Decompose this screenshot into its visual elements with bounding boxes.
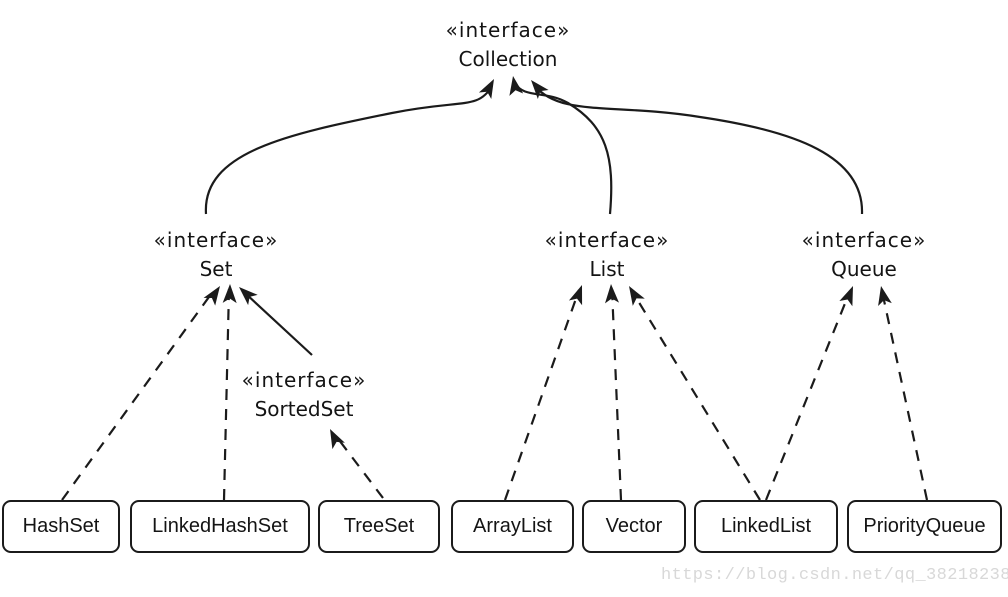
interface-name: SortedSet [254,397,354,421]
class-box-linkedhashset: LinkedHashSet [130,500,310,553]
arrowhead-linkedlist-list [629,286,645,306]
interface-node-queue: «interface» Queue [789,226,939,284]
arrowhead-treeset-sortedset [330,429,345,450]
arrowhead-list-collection [509,76,524,96]
arrowhead-set-collection [478,79,494,100]
watermark-url: https://blog.csdn.net/qq_38218238 [661,566,1008,585]
class-name: LinkedHashSet [152,515,288,537]
interface-name: Collection [458,47,558,71]
arrowhead-vector-list [605,284,619,304]
interface-node-sortedset: «interface» SortedSet [229,366,379,424]
class-box-arraylist: ArrayList [451,500,574,553]
stereotype-label: «interface» [801,228,927,252]
interface-node-list: «interface» List [532,226,682,284]
interface-node-set: «interface» Set [141,226,291,284]
edge-arraylist-list [503,289,581,501]
interface-name: Queue [831,257,897,281]
edge-linkedlist-queue [764,290,852,501]
edge-set-collection [204,85,493,215]
interface-name: Set [199,257,233,281]
class-name: PriorityQueue [863,515,986,537]
arrowhead-sortedset-set [239,287,258,306]
class-box-hashset: HashSet [2,500,120,553]
class-name: ArrayList [473,515,552,537]
arrowhead-linkedhashset-set [222,284,237,304]
edge-hashset-set [61,289,215,501]
class-name: Vector [605,515,663,537]
edge-priorityqueue-queue [880,290,929,501]
class-box-vector: Vector [582,500,686,553]
class-name: TreeSet [343,515,415,537]
class-box-priorityqueue: PriorityQueue [847,500,1002,553]
edge-linkedlist-list [631,290,761,501]
class-box-linkedlist: LinkedList [694,500,838,553]
edge-queue-collection [533,84,864,215]
arrowhead-arraylist-list [568,285,583,306]
stereotype-label: «interface» [544,228,670,252]
arrowhead-queue-collection [531,80,549,100]
stereotype-label: «interface» [445,18,571,42]
stereotype-label: «interface» [241,368,367,392]
class-name: LinkedList [720,515,812,537]
edge-vector-list [610,288,623,501]
class-box-treeset: TreeSet [318,500,440,553]
arrowhead-hashset-set [203,286,220,306]
arrowhead-linkedlist-queue [839,286,853,307]
stereotype-label: «interface» [153,228,279,252]
edge-sortedset-set [244,292,313,356]
edge-treeset-sortedset [335,435,384,499]
arrowhead-priorityqueue-queue [878,286,892,307]
edge-linkedhashset-set [222,288,231,501]
class-name: HashSet [22,515,100,537]
interface-node-collection: «interface» Collection [433,16,583,74]
interface-name: List [589,257,625,281]
